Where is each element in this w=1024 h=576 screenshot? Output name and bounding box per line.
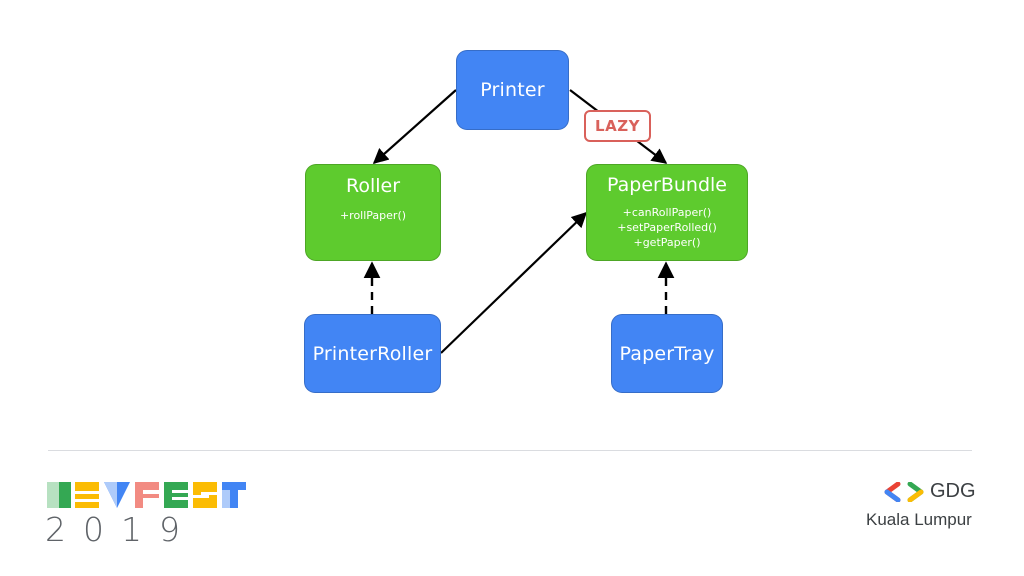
method-roll-paper: +rollPaper() <box>339 209 407 222</box>
method-set-paper-rolled: +setPaperRolled() <box>617 221 717 234</box>
gdg-city: Kuala Lumpur <box>866 510 972 529</box>
devfest-logo-graphic <box>47 482 246 508</box>
node-paper-tray-title: PaperTray <box>619 342 715 365</box>
edge-printer-to-roller <box>372 89 457 165</box>
node-printer-roller: PrinterRoller <box>304 314 441 393</box>
node-roller-title: Roller <box>345 175 401 197</box>
gdg-name: GDG <box>930 480 976 502</box>
node-roller-methods: +rollPaper() <box>306 208 440 223</box>
gdg-chevrons-icon <box>884 481 924 502</box>
node-paper-bundle: PaperBundle +canRollPaper() +setPaperRol… <box>586 164 748 261</box>
footer-divider <box>48 450 972 451</box>
devfest-year: 2019 <box>45 510 197 549</box>
method-get-paper: +getPaper() <box>633 236 701 249</box>
node-paper-tray: PaperTray <box>611 314 723 393</box>
gdg-logo: GDG <box>884 480 976 503</box>
node-roller: Roller +rollPaper() <box>305 164 441 261</box>
node-paper-bundle-methods: +canRollPaper() +setPaperRolled() +getPa… <box>587 205 747 250</box>
node-printer-roller-title: PrinterRoller <box>312 342 433 365</box>
lazy-label: LAZY <box>584 110 651 142</box>
devfest-logo <box>47 482 249 514</box>
edge-printerroller-to-paperbundle <box>440 211 588 354</box>
node-printer: Printer <box>456 50 569 130</box>
node-printer-title: Printer <box>480 79 545 101</box>
method-can-roll-paper: +canRollPaper() <box>622 206 712 219</box>
node-paper-bundle-title: PaperBundle <box>607 174 727 196</box>
